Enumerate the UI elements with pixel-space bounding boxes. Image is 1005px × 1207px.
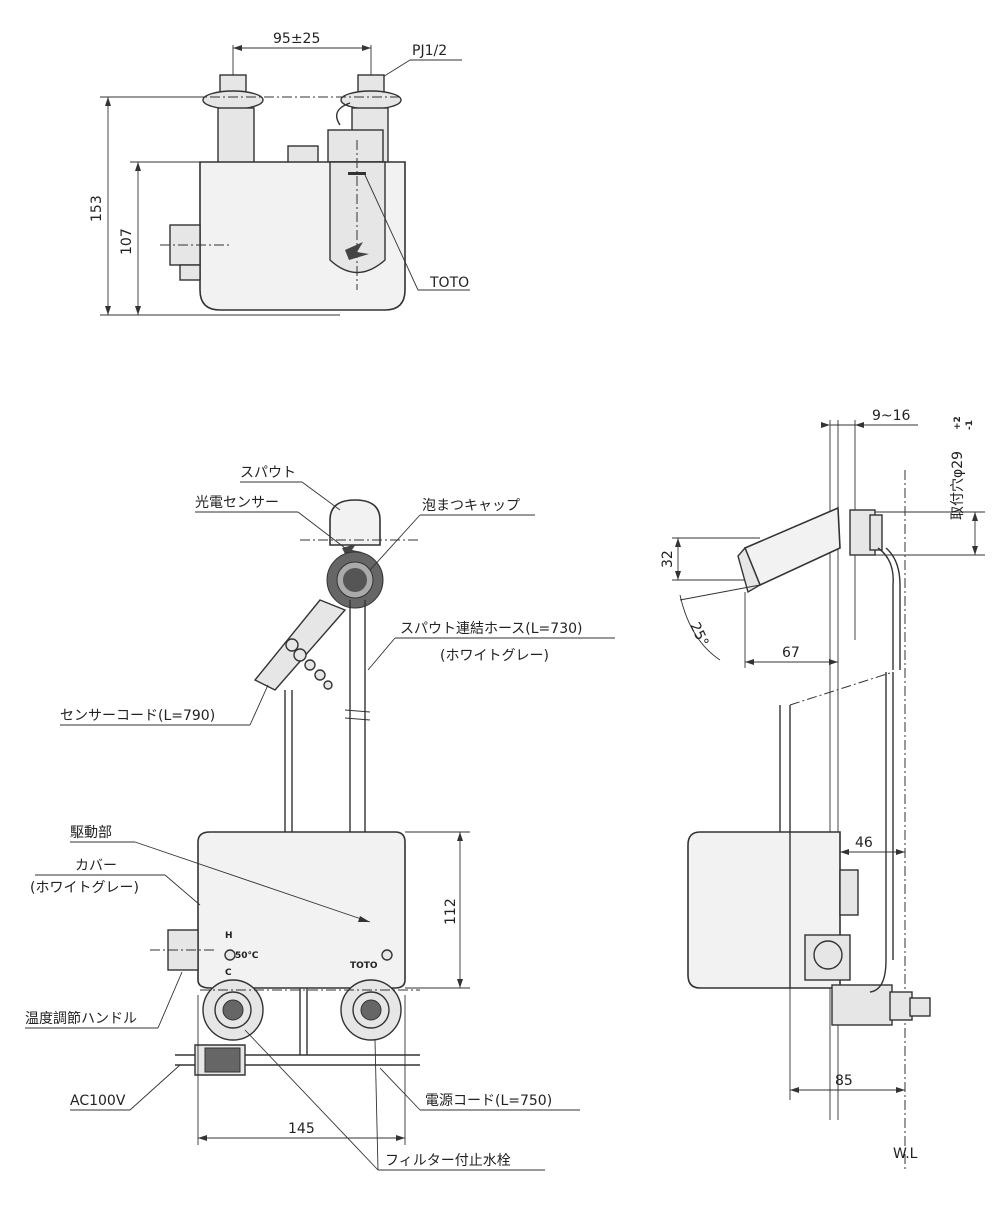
dim-spout-height: 32 xyxy=(660,550,676,568)
brand-label: TOTO xyxy=(429,275,469,291)
label-power-cord: 電源コード(L=750) xyxy=(425,1093,552,1109)
handle-mark-temp: 50℃ xyxy=(235,951,259,961)
side-view: 9~16 取付穴φ29 +2 -1 32 25° 67 46 xyxy=(660,408,985,1170)
dim-thread-size: PJ1/2 xyxy=(412,43,447,59)
dim-mount-hole-tol-plus: +2 xyxy=(953,416,963,430)
handle-mark-h: H xyxy=(225,931,233,941)
label-spout-hose-color: (ホワイトグレー) xyxy=(440,648,549,664)
dim-body-height: 107 xyxy=(119,228,135,255)
label-spout-hose: スパウト連結ホース(L=730) xyxy=(400,621,582,637)
top-view: 95±25 PJ1/2 153 107 xyxy=(89,31,470,316)
dim-box-width: 145 xyxy=(288,1121,315,1137)
label-sensor-cord: センサーコード(L=790) xyxy=(60,708,215,724)
label-photo-sensor: 光電センサー xyxy=(195,495,279,511)
front-brand-label: TOTO xyxy=(350,961,378,971)
label-ac100v: AC100V xyxy=(70,1093,126,1109)
dim-spout-angle: 25° xyxy=(686,620,711,649)
label-aerator-cap: 泡まつキャップ xyxy=(422,498,520,514)
label-cover-color: (ホワイトグレー) xyxy=(30,880,139,896)
label-filter-valve: フィルター付止水栓 xyxy=(385,1153,511,1169)
dim-center-distance: 95±25 xyxy=(273,31,320,47)
label-water-line: W.L xyxy=(893,1146,918,1162)
label-drive-unit: 駆動部 xyxy=(70,825,112,841)
label-spout: スパウト xyxy=(240,465,296,481)
label-temp-handle: 温度調節ハンドル xyxy=(25,1010,137,1027)
dim-total-height: 153 xyxy=(89,195,105,222)
dim-box-offset: 46 xyxy=(855,835,873,851)
dim-spout-reach: 67 xyxy=(782,645,800,661)
dim-box-height: 112 xyxy=(443,898,459,925)
dim-mount-hole-tol-minus: -1 xyxy=(965,420,975,430)
label-cover: カバー xyxy=(75,858,117,874)
dim-mount-hole: 取付穴φ29 xyxy=(950,451,966,520)
handle-mark-c: C xyxy=(225,968,232,978)
front-view: H 50℃ C TOTO 112 145 xyxy=(25,465,615,1171)
dim-wall-thickness: 9~16 xyxy=(872,408,911,424)
dim-box-depth: 85 xyxy=(835,1073,853,1089)
